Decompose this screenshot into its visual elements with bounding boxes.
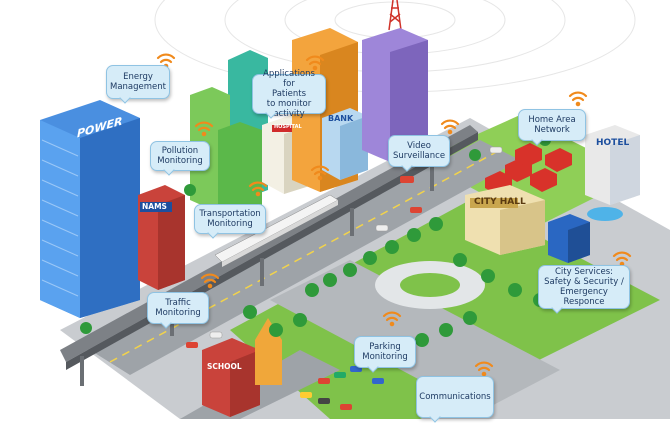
school-sign: SCHOOL (207, 362, 242, 371)
callout-parking-monitoring: Parking Monitoring (354, 336, 416, 368)
hotel-sign: HOTEL (596, 138, 630, 148)
trees (80, 134, 619, 359)
callout-patient-applications: Applications for Patients to monitor act… (252, 69, 326, 119)
parking-cars (186, 146, 503, 410)
city-hall-building (465, 185, 545, 255)
callout-communications: Communications (416, 376, 494, 418)
callout-energy-management: Energy Management (106, 65, 170, 99)
callout-city-services: City Services: Safety & Security / Emerg… (538, 265, 630, 309)
nams-sign: NAMS (142, 202, 167, 211)
bank-sign: BANK (328, 114, 354, 123)
callout-home-area-network: Home Area Network (518, 109, 586, 141)
radio-tower-icon (388, 0, 402, 31)
callout-pollution-monitoring: Pollution Monitoring (150, 141, 210, 171)
bank-building (322, 108, 368, 180)
school-building (202, 318, 282, 417)
wifi-icons (156, 53, 632, 377)
callout-traffic-monitoring: Traffic Monitoring (147, 292, 209, 324)
city-hall-sign: CITY HALL (474, 197, 526, 207)
purple-tower (362, 28, 428, 162)
police-station (548, 214, 590, 263)
callout-video-surveillance: Video Surveillance (388, 135, 450, 167)
power-building (40, 100, 140, 318)
nams-building (138, 185, 185, 290)
callout-transportation-monitoring: Transportation Monitoring (194, 204, 266, 234)
train (214, 194, 339, 267)
hospital-sign: HOSPITAL (274, 124, 302, 130)
hotel-building (585, 125, 640, 221)
